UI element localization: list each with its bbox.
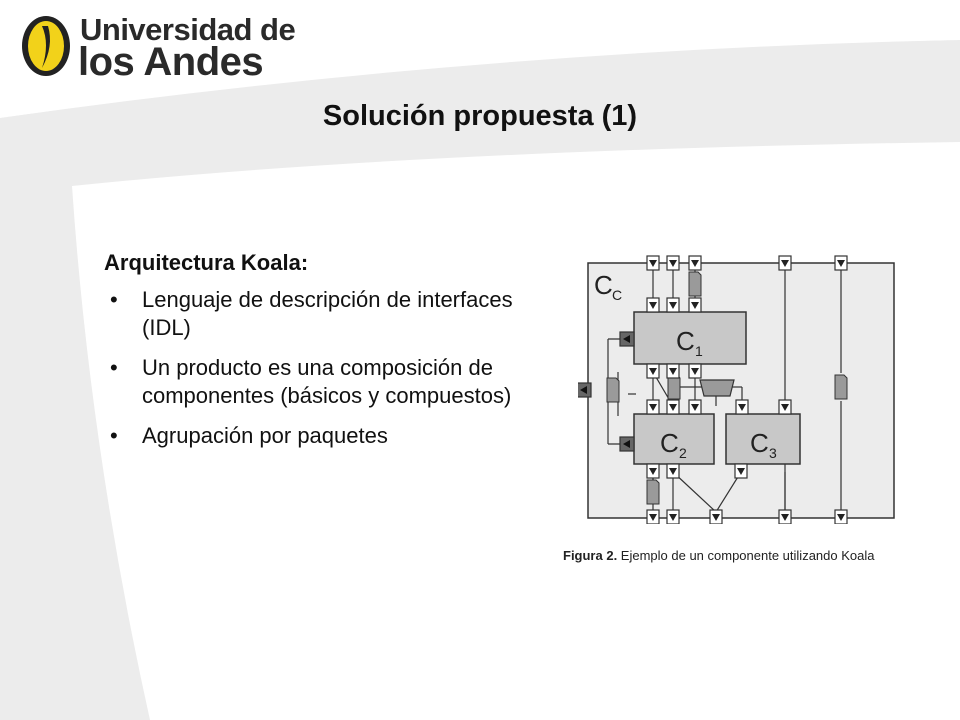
figure-caption: Figura 2. Ejemplo de un componente utili…: [563, 547, 913, 564]
module-icon: [688, 271, 702, 297]
bullet-item: • Lenguaje de descripción de interfaces …: [104, 286, 544, 342]
bullet-icon: •: [110, 287, 118, 312]
switch-element: [699, 379, 735, 397]
outer-component: [587, 262, 895, 519]
port-icon: [778, 255, 792, 271]
module-icon: [646, 479, 660, 505]
module-icon: [606, 377, 620, 403]
component-c3-sub: 3: [769, 445, 777, 461]
port-icon: [646, 255, 660, 271]
caption-text: Ejemplo de un componente utilizando Koal…: [617, 548, 875, 563]
port-icon: [778, 399, 792, 415]
port-icon: [709, 509, 723, 524]
university-logo: Universidad de los Andes: [20, 10, 296, 84]
port-icon: [688, 255, 702, 271]
shield-icon: [22, 16, 70, 76]
port-icon: [778, 509, 792, 524]
port-icon: [688, 399, 702, 415]
port-icon: [688, 297, 702, 313]
port-icon: [666, 399, 680, 415]
port-icon: [619, 331, 635, 347]
component-c3-label: C: [750, 428, 769, 458]
port-icon: [578, 382, 592, 398]
port-icon: [666, 297, 680, 313]
port-icon: [646, 463, 660, 479]
port-icon: [666, 509, 680, 524]
port-icon: [646, 297, 660, 313]
bullet-icon: •: [110, 423, 118, 448]
port-icon: [834, 255, 848, 271]
port-icon: [666, 463, 680, 479]
port-icon: [666, 255, 680, 271]
port-icon: [646, 363, 660, 379]
component-c2-label: C: [660, 428, 679, 458]
component-c1-label: C: [676, 326, 695, 356]
bullet-text: Un producto es una composición de compon…: [142, 355, 512, 408]
section-heading: Arquitectura Koala:: [104, 250, 309, 275]
logo-text-line1: Universidad de: [80, 12, 296, 47]
slide-content: Arquitectura Koala: • Lenguaje de descri…: [104, 250, 544, 462]
caption-label: Figura 2.: [563, 548, 618, 563]
module-icon: [834, 374, 848, 400]
koala-component-diagram: C C C 1 C 2 C 3: [578, 255, 895, 524]
port-icon: [834, 509, 848, 524]
component-c2-sub: 2: [679, 445, 687, 461]
outer-component-sub: C: [612, 287, 622, 303]
bullet-icon: •: [110, 355, 118, 380]
bullet-item: • Agrupación por paquetes: [104, 422, 544, 450]
port-icon: [646, 399, 660, 415]
bullet-text: Agrupación por paquetes: [142, 423, 388, 448]
bullet-text: Lenguaje de descripción de interfaces (I…: [142, 287, 513, 340]
port-icon: [688, 363, 702, 379]
outer-component-label: C: [594, 270, 613, 300]
bullet-list: • Lenguaje de descripción de interfaces …: [104, 286, 544, 450]
component-c3: [725, 413, 801, 465]
component-c1: [633, 311, 747, 365]
module-icon: [667, 374, 681, 400]
port-icon: [734, 463, 748, 479]
component-c1-sub: 1: [695, 343, 703, 359]
bullet-item: • Un producto es una composición de comp…: [104, 354, 544, 410]
slide-title: Solución propuesta (1): [322, 100, 638, 132]
port-icon: [735, 399, 749, 415]
port-icon: [646, 509, 660, 524]
port-icon: [619, 436, 635, 452]
logo-text-line2: los Andes: [78, 40, 264, 84]
port-icon: [666, 363, 680, 379]
